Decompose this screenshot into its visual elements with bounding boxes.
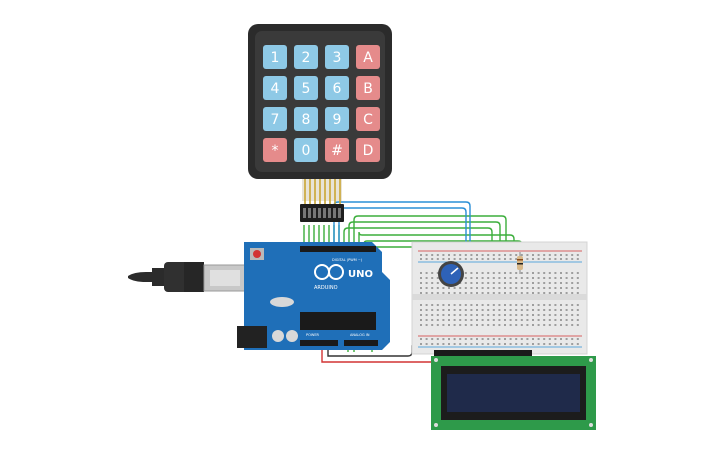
- lcd-screen: [447, 374, 580, 412]
- keypad-key-label: 5: [302, 81, 311, 97]
- keypad-key[interactable]: 0: [294, 138, 318, 162]
- keypad-key-face: [294, 138, 318, 162]
- keypad-key[interactable]: C: [356, 107, 380, 131]
- resistor: [517, 252, 523, 274]
- capacitor-2: [286, 330, 298, 342]
- keypad: 1 2 3 A 4 5 6 B 7 8 9 C * 0 # D: [248, 24, 392, 222]
- keypad-key[interactable]: A: [356, 45, 380, 69]
- keypad-key[interactable]: 3: [325, 45, 349, 69]
- potentiometer: [438, 261, 464, 287]
- keypad-key-face: [356, 107, 380, 131]
- keypad-key[interactable]: B: [356, 76, 380, 100]
- keypad-key-face: [356, 45, 380, 69]
- keypad-key-label: 3: [333, 50, 342, 66]
- wire-lcd-d3: [353, 215, 507, 356]
- keypad-key-label: D: [363, 143, 374, 159]
- arduino-brand: ARDUINO: [314, 285, 338, 291]
- keypad-key-label: 7: [271, 112, 280, 128]
- keypad-key-face: [294, 76, 318, 100]
- keypad-key[interactable]: 9: [325, 107, 349, 131]
- keypad-key-face: [356, 76, 380, 100]
- keypad-key[interactable]: D: [356, 138, 380, 162]
- keypad-key-face: [325, 45, 349, 69]
- wire-lcd-d2: [348, 221, 501, 356]
- arduino-power-label: POWER: [306, 333, 320, 337]
- arduino-digital-label: DIGITAL (PWM ~): [332, 258, 363, 262]
- keypad-key-face: [263, 45, 287, 69]
- keypad-key-label: B: [363, 81, 373, 97]
- keypad-key[interactable]: 5: [294, 76, 318, 100]
- power-jack: [237, 326, 267, 348]
- keypad-key-face: [356, 138, 380, 162]
- keypad-key-face: [325, 138, 349, 162]
- keypad-key[interactable]: 8: [294, 107, 318, 131]
- power-header: [300, 340, 338, 346]
- keypad-key-label: A: [363, 50, 373, 66]
- keypad-key[interactable]: 1: [263, 45, 287, 69]
- keypad-key-label: 2: [302, 50, 311, 66]
- keypad-key[interactable]: 6: [325, 76, 349, 100]
- wire-lcd-d1: [343, 227, 493, 356]
- keypad-key-label: #: [331, 143, 343, 159]
- capacitor-1: [272, 330, 284, 342]
- atmega-chip: [300, 312, 376, 330]
- keypad-key-face: [294, 45, 318, 69]
- analog-header: [344, 340, 378, 346]
- arduino-uno: UNO ARDUINO DIGITAL (PWM ~) POWER ANALOG…: [237, 242, 390, 350]
- keypad-key-label: 0: [302, 143, 311, 159]
- keypad-key-label: 1: [271, 50, 280, 66]
- digital-header: [300, 246, 376, 252]
- crystal: [270, 297, 294, 307]
- wire-lcd-d4: [358, 231, 515, 356]
- keypad-key[interactable]: *: [263, 138, 287, 162]
- keypad-key-label: 8: [302, 112, 311, 128]
- keypad-key-label: 9: [333, 112, 342, 128]
- keypad-connector: [300, 204, 344, 222]
- keypad-key-face: [263, 107, 287, 131]
- breadboard: [411, 241, 588, 355]
- lcd-pins: [434, 350, 532, 356]
- keypad-key-label: C: [363, 112, 373, 128]
- keypad-key[interactable]: 2: [294, 45, 318, 69]
- arduino-model: UNO: [348, 269, 373, 280]
- reset-button-cap: [253, 250, 261, 258]
- usb-cable: [128, 262, 247, 292]
- keypad-ribbon: [300, 179, 344, 222]
- keypad-key[interactable]: 7: [263, 107, 287, 131]
- keypad-keys: 1 2 3 A 4 5 6 B 7 8 9 C * 0 # D: [263, 45, 380, 162]
- lcd-module: [431, 350, 596, 430]
- keypad-key-face: [263, 76, 287, 100]
- keypad-key-face: [263, 138, 287, 162]
- keypad-key-label: 6: [333, 81, 342, 97]
- keypad-key[interactable]: 4: [263, 76, 287, 100]
- arduino-logo: [314, 264, 344, 280]
- keypad-key-face: [325, 107, 349, 131]
- keypad-key[interactable]: #: [325, 138, 349, 162]
- keypad-face: [255, 31, 385, 172]
- keypad-key-face: [325, 76, 349, 100]
- keypad-key-face: [294, 107, 318, 131]
- keypad-key-label: *: [272, 143, 279, 159]
- keypad-key-label: 4: [271, 81, 280, 97]
- breadboard-divider: [412, 294, 587, 300]
- arduino-analog-label: ANALOG IN: [350, 333, 370, 337]
